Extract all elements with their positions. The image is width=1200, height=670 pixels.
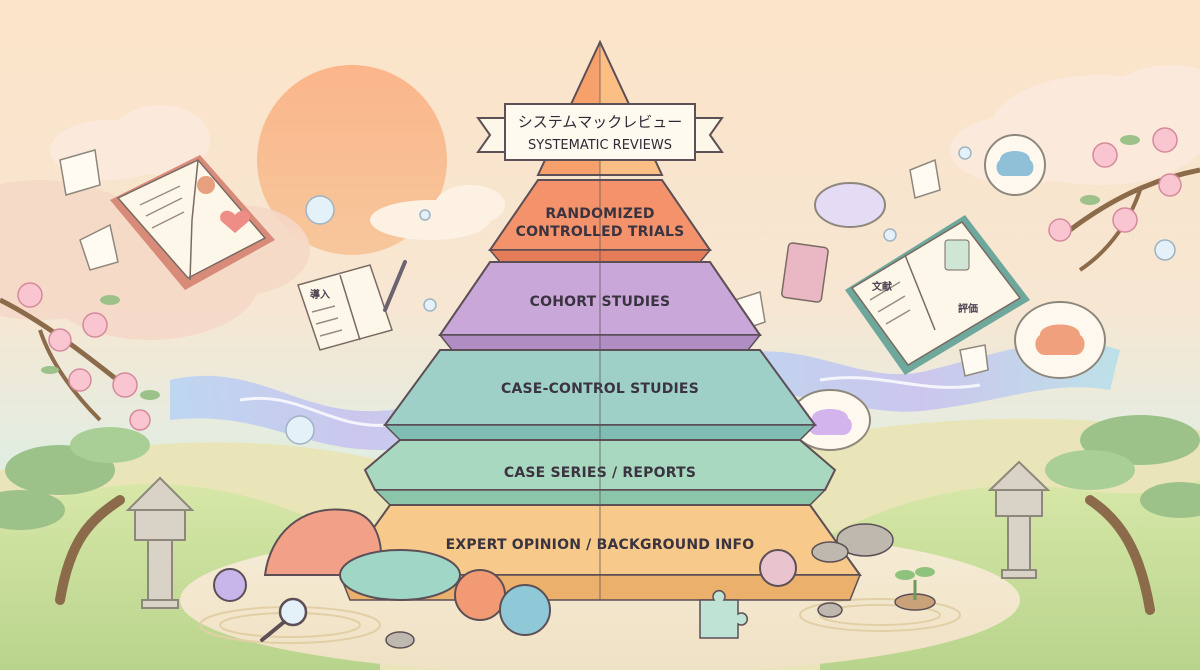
banner-english-title: SYSTEMATIC REVIEWS	[528, 138, 672, 153]
meditation-cushion-teal	[339, 549, 461, 601]
notebook-right-label-2: 評価	[958, 302, 978, 315]
cherry-blossom-branch-right	[1048, 127, 1200, 272]
cloud-mid	[370, 185, 505, 240]
top-ribbon-banner: システムマックレビュー SYSTEMATIC REVIEWS	[476, 103, 724, 161]
open-book-right: 文献 評価	[845, 215, 1030, 375]
decorative-balls	[213, 549, 797, 636]
stone-lantern-left	[125, 476, 195, 609]
brain-thought-bubble-mid	[789, 389, 871, 451]
notebook-left: 導入	[297, 260, 407, 351]
brain-thought-bubble-right	[1014, 301, 1106, 379]
banner-japanese-title: システムマックレビュー	[518, 113, 683, 131]
puzzle-piece-icon	[699, 590, 748, 639]
open-book-left	[110, 155, 275, 290]
cherry-blossom-branch-left	[0, 282, 160, 431]
closed-notebook	[781, 242, 829, 303]
notebook-left-label: 導入	[310, 288, 330, 301]
bonsai-tree-right	[1045, 415, 1200, 615]
stone-lantern-right	[987, 460, 1051, 579]
brain-thought-bubble-top	[984, 134, 1046, 196]
notebook-right-label-1: 文献	[872, 280, 892, 293]
sprout-icon	[894, 567, 936, 611]
cloud-bubble	[814, 182, 886, 228]
floating-bubbles	[285, 146, 1176, 445]
magnifying-glass-icon	[260, 597, 308, 642]
zen-stones	[385, 523, 894, 649]
bonsai-tree-left	[0, 427, 150, 605]
